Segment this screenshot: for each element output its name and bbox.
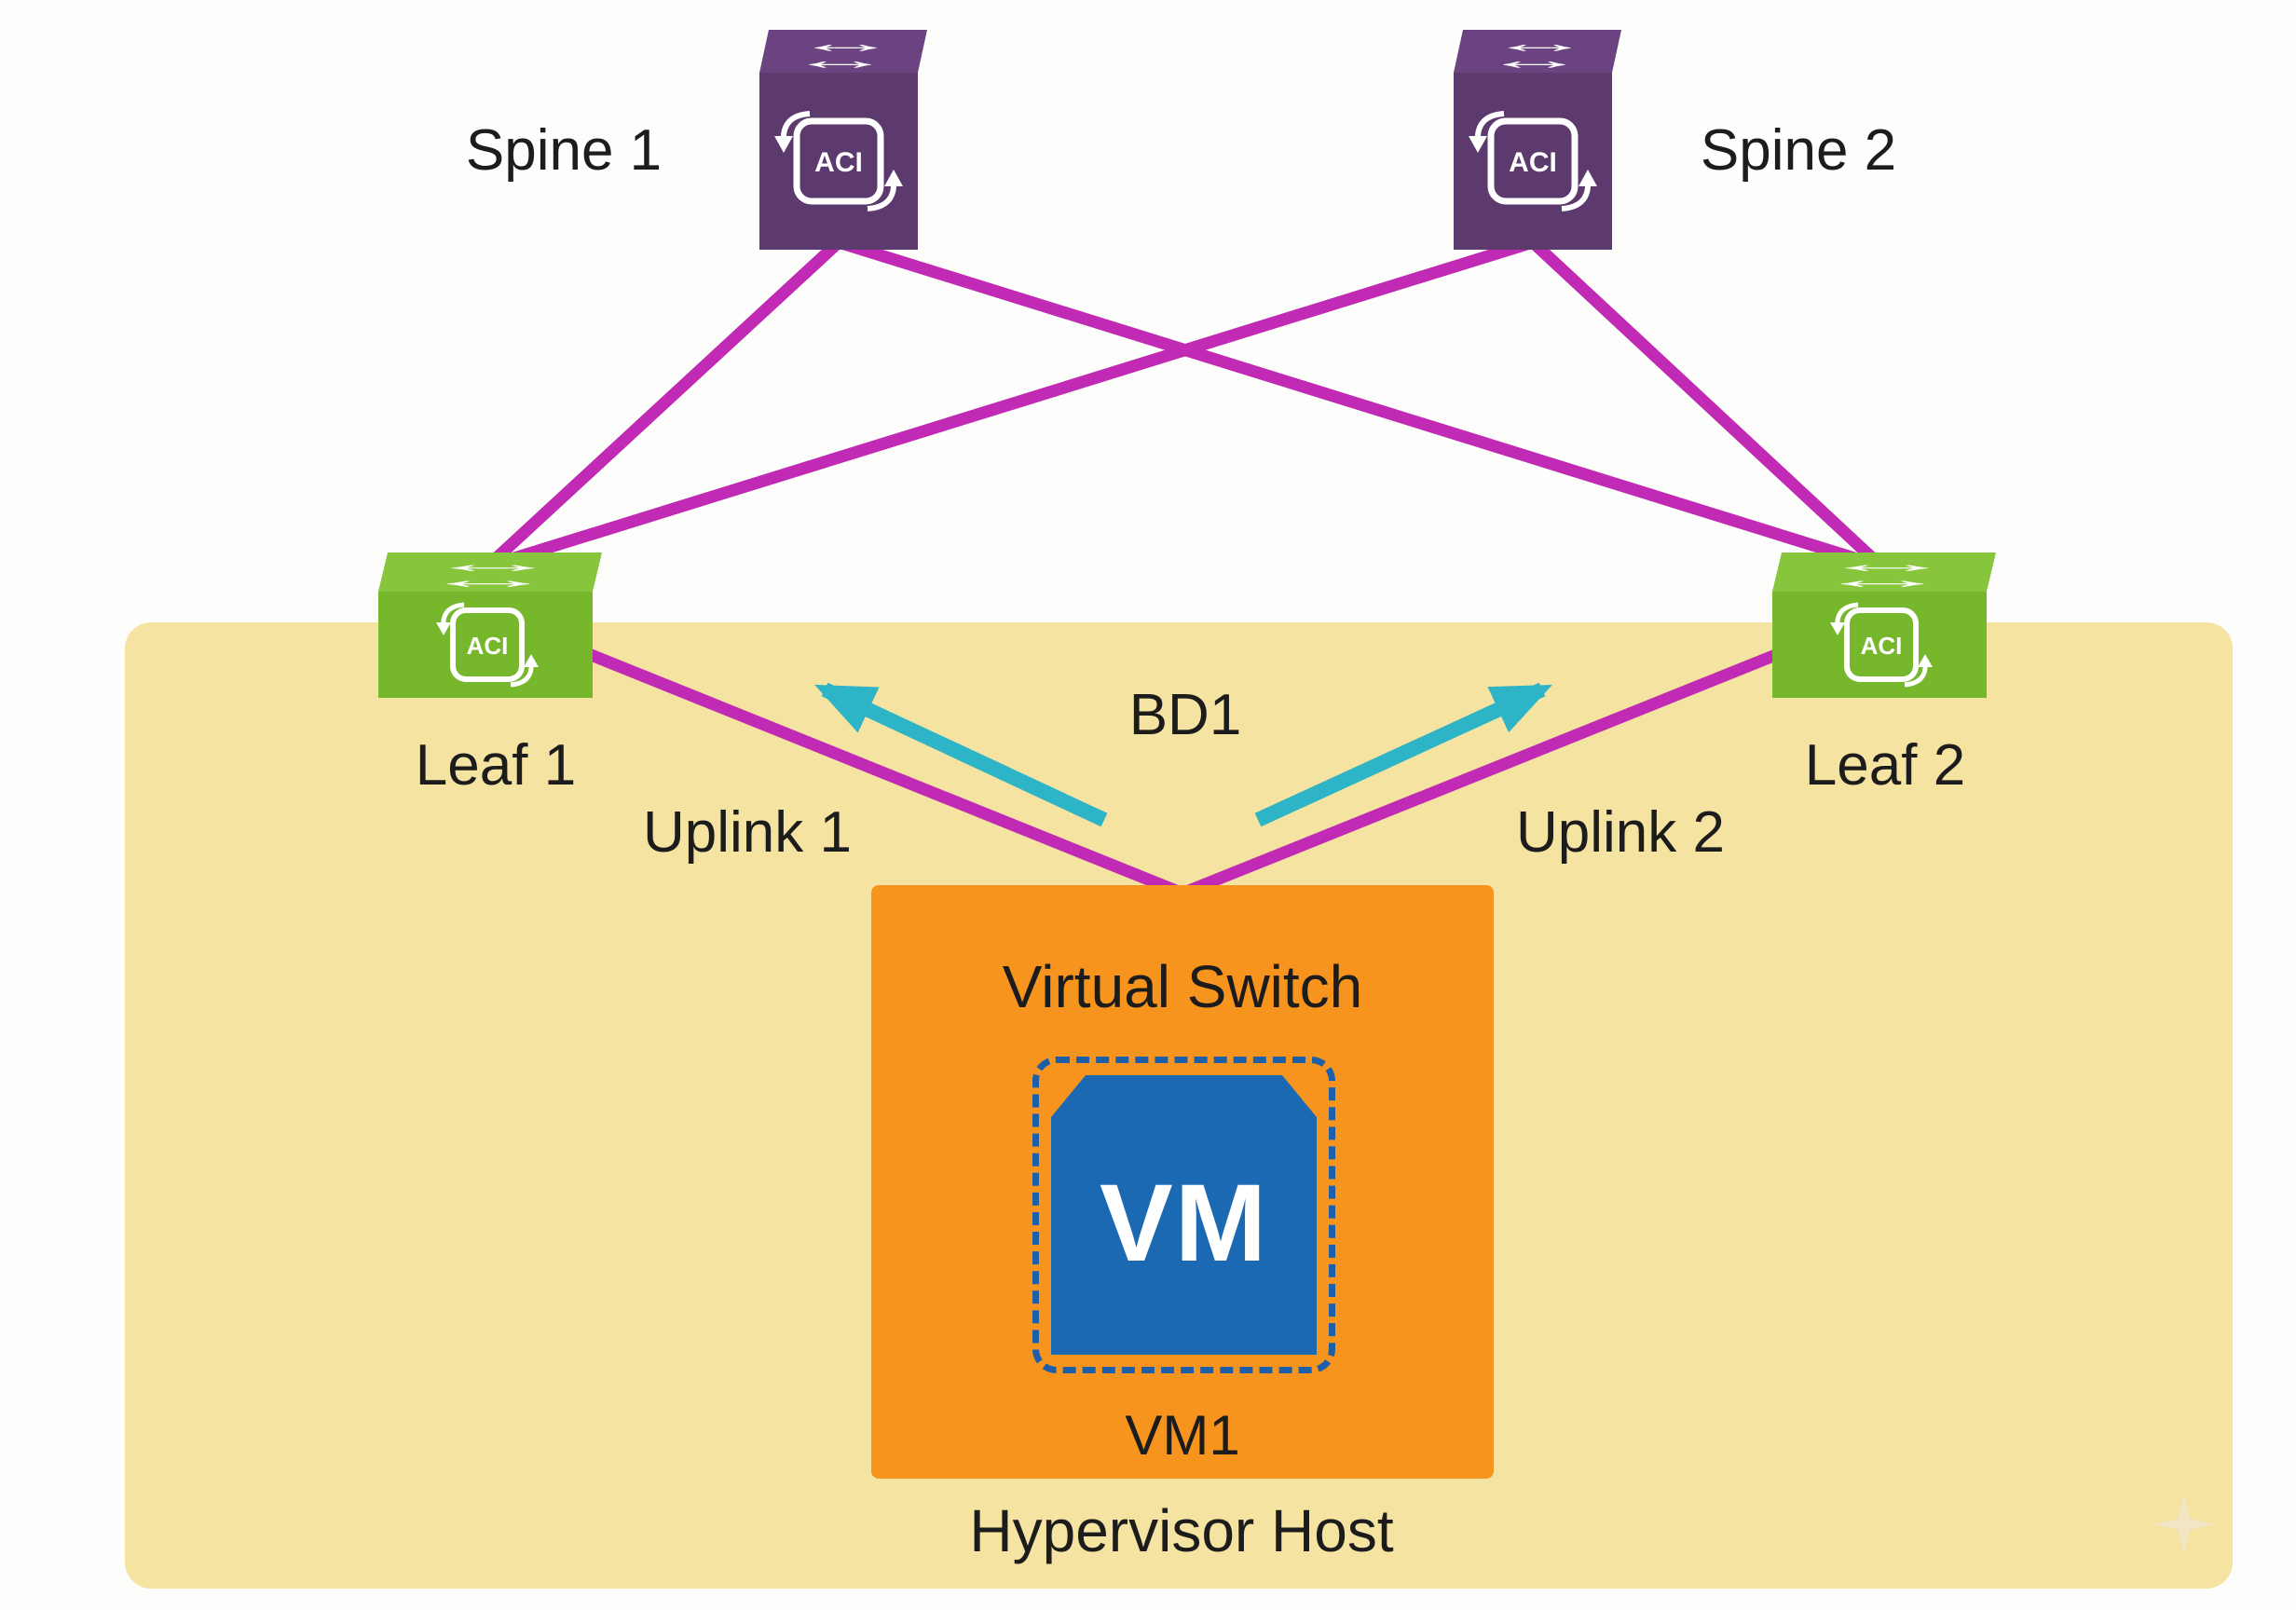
uplink1-arrow-icon: [814, 682, 1108, 827]
double-arrow-icon: ↔: [1812, 566, 1952, 594]
aci-logo-text: ACI: [1509, 147, 1557, 178]
double-arrow-icon: ↔: [1487, 29, 1592, 58]
double-arrow-icon: ↔: [418, 566, 558, 594]
virtual-switch-label: Virtual Switch: [1002, 953, 1363, 1020]
vm-dashed-outline: VM: [1032, 1057, 1335, 1373]
leaf2-top-face: [1772, 553, 1996, 592]
spine2-label: Spine 2: [1700, 118, 1897, 183]
virtual-switch-block: Virtual Switch VM VM1: [871, 885, 1494, 1479]
double-arrow-icon: ↔: [1482, 46, 1586, 75]
link-leaf1-vswitch: [582, 648, 1192, 901]
aci-logo-text: ACI: [1861, 632, 1903, 660]
leaf1-switch-icon: ↔ ↔ ACI: [378, 550, 602, 698]
spine2-front-face: [1454, 73, 1612, 250]
vm-icon: VM: [1051, 1075, 1317, 1355]
aci-sync-arrowhead: [1578, 170, 1597, 186]
double-arrow-icon: ↔: [1817, 550, 1957, 578]
spine1-label: Spine 1: [465, 118, 663, 183]
double-arrow-icon: ↔: [793, 29, 897, 58]
link-spine1-leaf1: [481, 236, 845, 573]
aci-sync-arrowhead: [436, 622, 451, 635]
spine1-top-face: [759, 30, 927, 73]
uplink2-arrow-icon: [1254, 682, 1552, 827]
aci-logo-frame: [793, 117, 884, 205]
leaf1-top-face: [378, 553, 602, 592]
double-arrow-icon: ↔: [423, 550, 563, 578]
spine1-front-face: [759, 73, 918, 250]
aci-sync-arrowhead: [1830, 622, 1845, 635]
link-spine2-leaf1: [481, 236, 1539, 573]
aci-logo-frame: [1844, 607, 1919, 682]
aci-logo-text: ACI: [467, 632, 509, 660]
uplink1-label: Uplink 1: [643, 800, 852, 865]
link-spine1-leaf2: [832, 236, 1888, 573]
aci-sync-arrowhead: [1918, 654, 1933, 667]
uplink2-label: Uplink 2: [1516, 800, 1725, 865]
aci-logo-text: ACI: [814, 147, 863, 178]
leaf1-label: Leaf 1: [415, 733, 577, 798]
leaf2-switch-icon: ↔ ↔ ACI: [1772, 550, 1996, 698]
aci-logo-frame: [1487, 117, 1578, 205]
spine1-switch-icon: ↔ ↔ ACI: [759, 29, 927, 250]
aci-sync-arrowhead: [524, 654, 539, 667]
vm-caption: VM1: [1125, 1404, 1240, 1467]
hypervisor-host-label: Hypervisor Host: [969, 1497, 1394, 1564]
link-spine2-leaf2: [1526, 236, 1888, 573]
link-leaf2-vswitch: [1173, 648, 1784, 901]
spine2-switch-icon: ↔ ↔ ACI: [1454, 29, 1621, 250]
aci-sync-arrowhead: [884, 170, 903, 186]
double-arrow-icon: ↔: [787, 46, 892, 75]
leaf2-label: Leaf 2: [1804, 733, 1966, 798]
bridge-domain-label: BD1: [1128, 683, 1242, 747]
aci-logo-frame: [450, 607, 525, 682]
vm-label: VM: [1100, 1162, 1268, 1285]
spine2-top-face: [1454, 30, 1621, 73]
aci-sync-arrowhead: [774, 136, 793, 153]
aci-sync-arrowhead: [1469, 136, 1487, 153]
